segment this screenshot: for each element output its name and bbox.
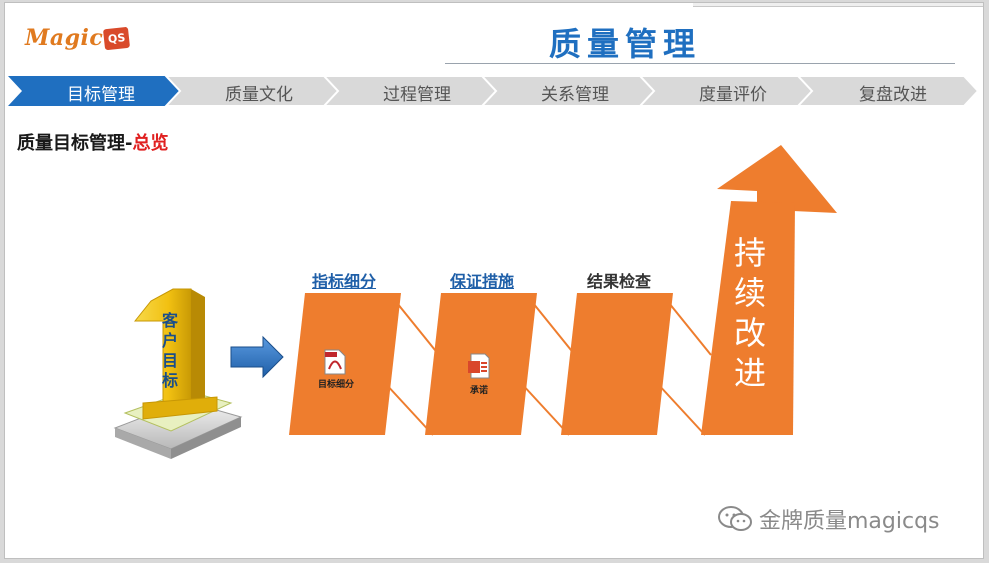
nav-tab-goal-management[interactable]: 目标管理: [67, 85, 135, 105]
blue-right-arrow-icon: [230, 335, 284, 379]
page-title: 质量管理: [549, 25, 702, 63]
customer-goal-char: 户: [162, 331, 179, 350]
step-panel-check: [561, 293, 673, 435]
customer-goal-label: 客 户 目 标: [162, 311, 182, 391]
subtitle-accent: 总览: [132, 133, 169, 154]
nav-chevron-2[interactable]: [322, 76, 500, 106]
subtitle-main: 质量目标管理-: [17, 133, 133, 154]
customer-goal-char: 目: [162, 351, 179, 370]
nav-tab-review-improvement[interactable]: 复盘改进: [859, 85, 927, 105]
step-title-assurance[interactable]: 保证措施: [450, 272, 515, 291]
wechat-icon: [718, 506, 752, 531]
step-title-check: 结果检查: [587, 272, 652, 291]
slide: Magic QS 质量管理 目标管理 质量文化 过程管理 关系管理 度量评价 复…: [4, 2, 984, 559]
nav-tab-quality-culture[interactable]: 质量文化: [225, 85, 293, 105]
nav-chevron-shapes: [8, 76, 980, 106]
nav-chevron-5[interactable]: [796, 76, 980, 106]
nav-chevron-3[interactable]: [480, 76, 658, 106]
title-divider: [445, 63, 955, 64]
nav-chevron-1[interactable]: [164, 76, 342, 106]
logo: Magic QS: [25, 21, 131, 55]
arrow-body: [701, 201, 795, 435]
number-one-icon: [133, 288, 218, 420]
section-subtitle: 质量目标管理-总览: [17, 129, 168, 155]
customer-goal-char: 客: [162, 311, 179, 330]
improvement-char: 改: [733, 314, 766, 352]
continuous-improvement-label: 持 续 改 进: [729, 233, 771, 393]
nav-tab-process-management[interactable]: 过程管理: [383, 85, 451, 105]
customer-goal-char: 标: [162, 371, 179, 390]
zigzag-connectors: [384, 302, 712, 436]
office-file-caption[interactable]: 承诺: [470, 386, 489, 396]
top-edge-strip: [693, 3, 983, 7]
nav-tab-measurement-evaluation[interactable]: 度量评价: [699, 85, 767, 105]
watermark-text: 金牌质量magicqs: [759, 509, 940, 534]
improvement-char: 续: [733, 274, 766, 312]
nav-tab-relationship-management[interactable]: 关系管理: [541, 85, 609, 105]
nav-chevron-0[interactable]: [8, 76, 182, 106]
nav-chevrons: 目标管理 质量文化 过程管理 关系管理 度量评价 复盘改进: [8, 76, 980, 106]
watermark: 金牌质量magicqs: [717, 503, 940, 535]
improvement-char: 持: [733, 234, 766, 272]
office-file-icon[interactable]: [467, 353, 491, 379]
step-title-breakdown[interactable]: 指标细分: [312, 272, 377, 291]
pdf-file-caption[interactable]: 目标细分: [318, 380, 355, 390]
pdf-file-icon[interactable]: [323, 349, 347, 375]
logo-word: Magic: [25, 25, 104, 51]
nav-chevron-4[interactable]: [638, 76, 816, 106]
diagram-shapes: [113, 145, 837, 459]
improvement-char: 进: [733, 354, 766, 392]
goal-flow-diagram: 客 户 目 标 指标细分 保证措施 结果检查 目标细分 承诺 持 续 改 进: [5, 3, 983, 558]
